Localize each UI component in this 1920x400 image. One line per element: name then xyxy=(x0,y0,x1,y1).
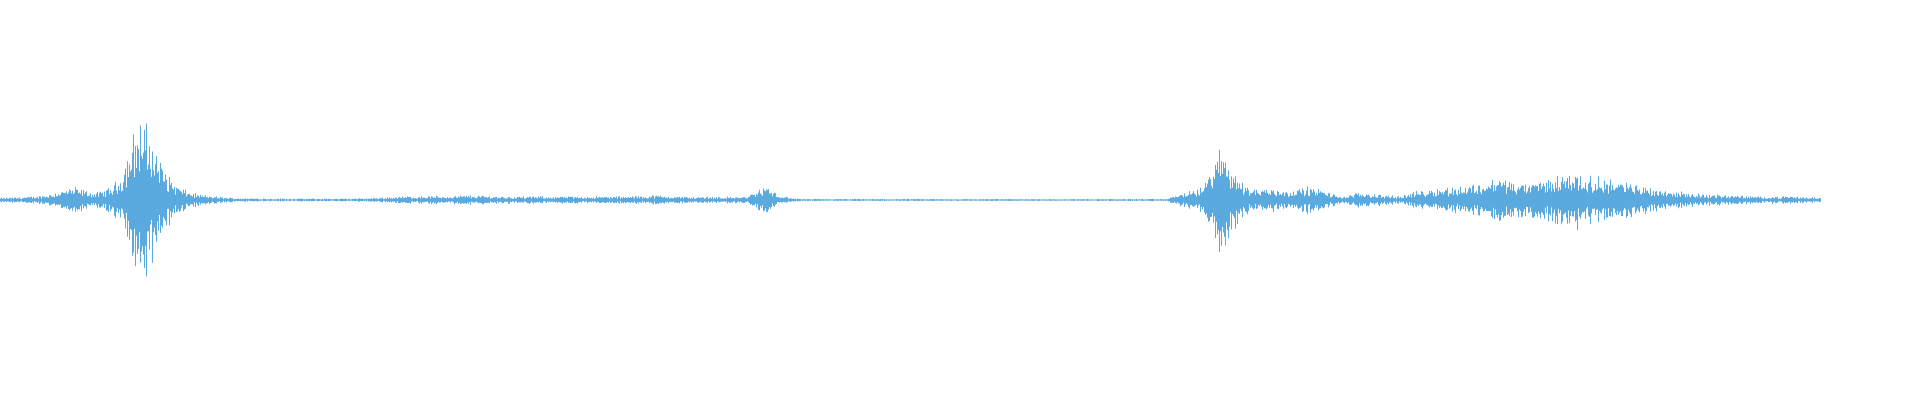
waveform-samples xyxy=(0,123,1821,277)
waveform-trace xyxy=(0,123,1821,277)
